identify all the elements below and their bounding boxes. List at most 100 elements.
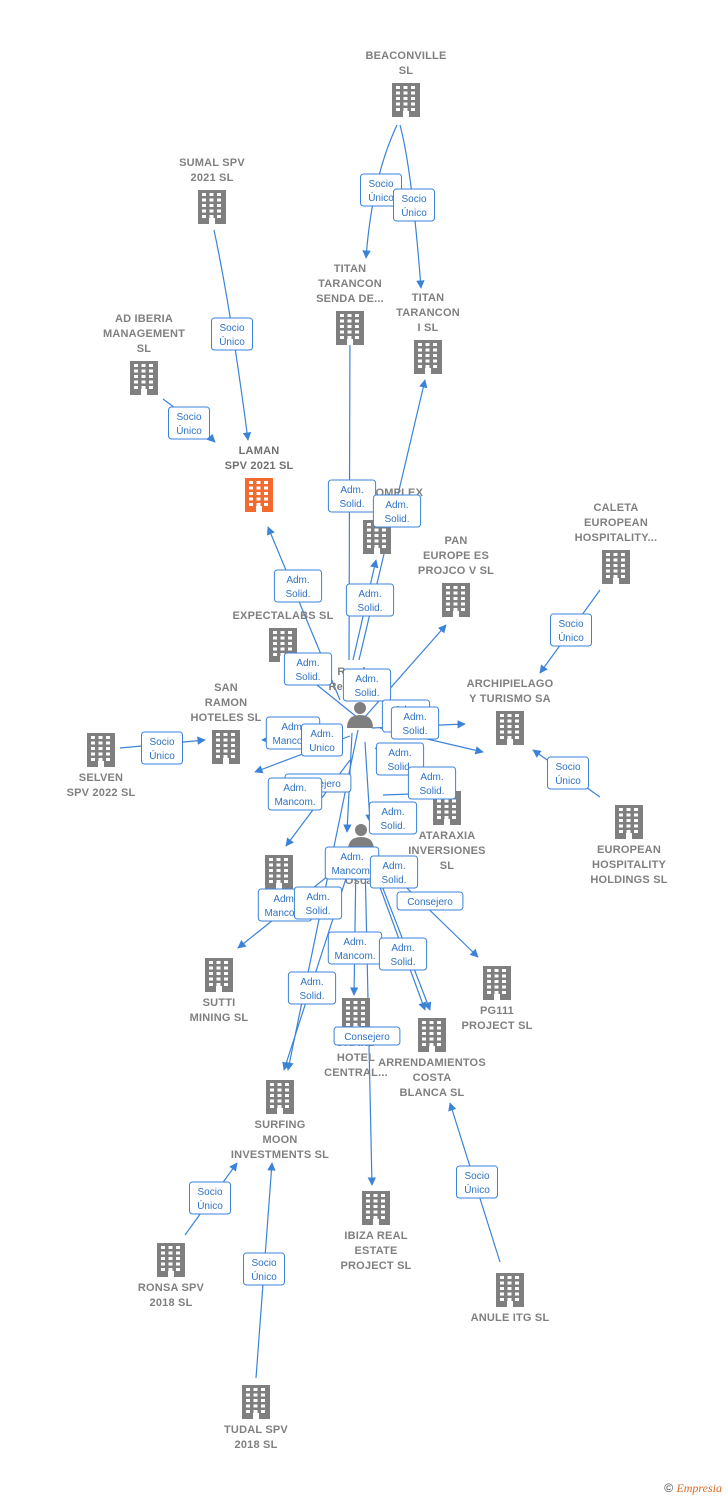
edge-label: Adm.Solid.: [368, 801, 418, 835]
building-icon: [392, 83, 420, 117]
building-icon: [266, 1080, 294, 1114]
node-label: SAN: [214, 682, 238, 694]
building-icon: [242, 1385, 270, 1419]
brand-logo[interactable]: Empresia: [676, 1481, 722, 1495]
edge-label-text: Socio: [401, 194, 426, 205]
edge-label-text: Adm.: [382, 861, 405, 872]
building-icon: [157, 1243, 185, 1277]
edge-label-text: Adm.: [355, 674, 378, 685]
edge-label-text: Socio: [197, 1187, 222, 1198]
node-label: INVESTMENTS SL: [231, 1149, 329, 1161]
node-label: SENDA DE...: [316, 293, 384, 305]
edge-label-text: Socio: [149, 737, 174, 748]
node-label: 2018 SL: [150, 1297, 193, 1309]
node-label: Y TURISMO SA: [469, 693, 551, 705]
edge-label-text: Socio: [219, 323, 244, 334]
node-label: EUROPE ES: [423, 550, 489, 562]
edge-label: Adm. Mancom.: [267, 777, 323, 811]
node-label: EUROPEAN: [597, 844, 661, 856]
edge-label-text: Adm.: [385, 500, 408, 511]
node-label: TARANCON: [318, 278, 382, 290]
edge-label-text: Adm.: [286, 575, 309, 586]
node-label: SL: [440, 860, 455, 872]
building-icon: [205, 958, 233, 992]
node-label: PROJCO V SL: [418, 565, 494, 577]
edge-label-text: Único: [558, 631, 584, 644]
edge-label-text: Solid.: [354, 688, 379, 699]
edge-label: Adm.Solid.: [293, 886, 343, 920]
building-icon: [245, 478, 273, 512]
building-icon: [496, 711, 524, 745]
node-label: CENTRAL...: [324, 1067, 388, 1079]
node-expectalabs[interactable]: EXPECTALABS SL: [233, 610, 334, 662]
node-label: EUROPEAN: [584, 517, 648, 529]
edge-label-text: Solid.: [384, 514, 409, 525]
edge-label-text: Único: [555, 774, 581, 787]
edge-label-text: Consejero: [407, 897, 453, 908]
edge-label-text: Mancom.: [334, 951, 375, 962]
edge-label-text: Adm.: [343, 937, 366, 948]
node-label: TITAN: [412, 292, 445, 304]
edge-label-text: Unico: [309, 743, 335, 754]
node-ad-iberia[interactable]: AD IBERIA MANAGEMENT SL: [103, 313, 185, 395]
edge-label: Adm. Solid.: [372, 494, 422, 528]
node-label: MOON: [262, 1134, 297, 1146]
edge-label-text: Adm.: [283, 783, 306, 794]
node-label: SUMAL SPV: [179, 157, 245, 169]
node-label: CALETA: [594, 502, 639, 514]
edge-label: Adm.Solid.: [407, 766, 457, 800]
edge-label-text: Adm.: [340, 485, 363, 496]
node-anule[interactable]: ANULE ITG SL: [471, 1273, 550, 1324]
node-label: BLANCA SL: [400, 1087, 465, 1099]
node-label: TARANCON: [396, 307, 460, 319]
edge-label-text: Solid.: [387, 762, 412, 773]
edge-label-text: Socio: [251, 1258, 276, 1269]
building-icon: [418, 1018, 446, 1052]
node-label: MANAGEMENT: [103, 328, 185, 340]
building-icon: [496, 1273, 524, 1307]
building-icon: [362, 1191, 390, 1225]
node-label: SL: [137, 343, 152, 355]
node-label: IBIZA REAL: [344, 1230, 407, 1242]
edge-label-text: Solid.: [357, 603, 382, 614]
edge-label-text: Adm.: [403, 712, 426, 723]
building-icon: [198, 190, 226, 224]
node-label: AD IBERIA: [115, 313, 173, 325]
edge-label-text: Mancom.: [274, 797, 315, 808]
relationship-edge: [399, 124, 425, 289]
edge-label: Adm.Solid.: [327, 479, 377, 513]
node-label: MINING SL: [190, 1012, 249, 1024]
node-label: ANULE ITG SL: [471, 1312, 550, 1324]
node-label: INVERSIONES: [408, 845, 485, 857]
edge-label-text: Solid.: [285, 589, 310, 600]
edge-label: Adm. Solid.: [273, 569, 323, 603]
edge-label-text: Socio: [368, 179, 393, 190]
node-label: ARRENDAMIENTOS: [378, 1057, 486, 1069]
edge-label-text: Solid.: [390, 957, 415, 968]
node-caleta[interactable]: CALETAEUROPEANHOSPITALITY...: [575, 502, 658, 584]
edge-label-text: Socio: [558, 619, 583, 630]
node-label: EXPECTALABS SL: [233, 610, 334, 622]
edge-label-text: Único: [368, 191, 394, 204]
edge-label-text: Adm.: [340, 852, 363, 863]
